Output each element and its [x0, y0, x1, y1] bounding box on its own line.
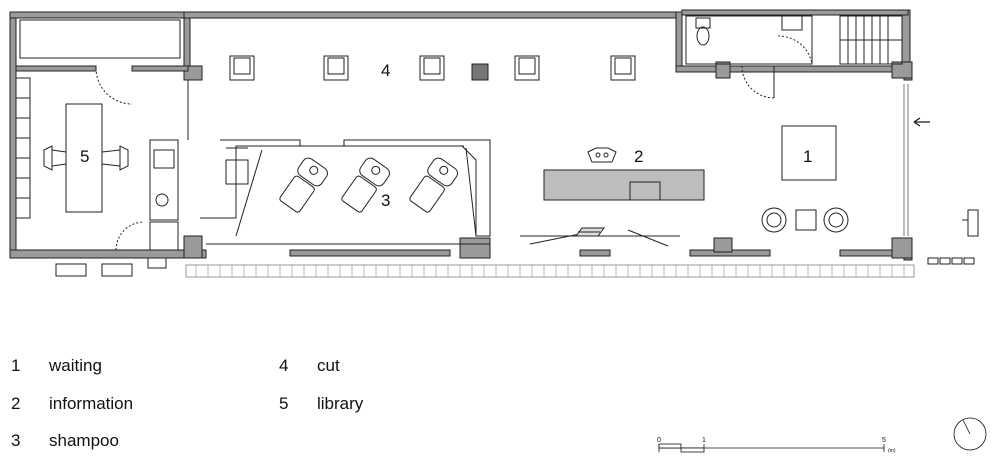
scale-unit: (m) — [888, 448, 896, 454]
legend-number: 5 — [279, 394, 289, 413]
legend-item-4: 4 cut — [279, 356, 479, 376]
legend-label: waiting — [49, 356, 102, 375]
plan-label-room-4: 4 — [381, 61, 390, 80]
legend-label: cut — [317, 356, 340, 375]
legend-number: 2 — [11, 394, 21, 413]
plan-label-room-5: 5 — [80, 147, 89, 166]
legend-number: 3 — [11, 431, 21, 450]
legend-number: 1 — [11, 356, 21, 375]
legend-label: information — [49, 394, 134, 413]
legend-item-5: 5 library — [279, 394, 479, 414]
north-arrow-icon — [953, 417, 987, 451]
legend-item-3: 3 shampoo — [11, 431, 251, 451]
library-furniture — [15, 19, 189, 277]
scale-bar — [658, 443, 885, 453]
plan-label-room-3: 3 — [381, 191, 390, 210]
deck-strip — [185, 264, 915, 278]
scale-tick-5: 5 — [882, 437, 886, 444]
plan-label-room-2: 2 — [634, 147, 643, 166]
outdoor-fixtures — [927, 209, 979, 265]
legend-number: 4 — [279, 356, 289, 375]
plan-label-room-1: 1 — [803, 147, 812, 166]
legend-item-2: 2 information — [11, 394, 251, 414]
cut-chairs — [229, 55, 636, 81]
information-counter — [520, 147, 705, 247]
shampoo-area — [200, 139, 491, 245]
entry-arrow — [913, 117, 930, 127]
scale-tick-0: 0 — [657, 437, 661, 444]
waiting-furniture — [761, 84, 909, 236]
legend-label: library — [317, 394, 364, 413]
scale-tick-1: 1 — [702, 437, 706, 444]
legend-label: shampoo — [49, 431, 119, 450]
service-core — [685, 15, 903, 99]
exterior-walls — [9, 9, 913, 261]
legend-item-1: 1 waiting — [11, 356, 251, 376]
